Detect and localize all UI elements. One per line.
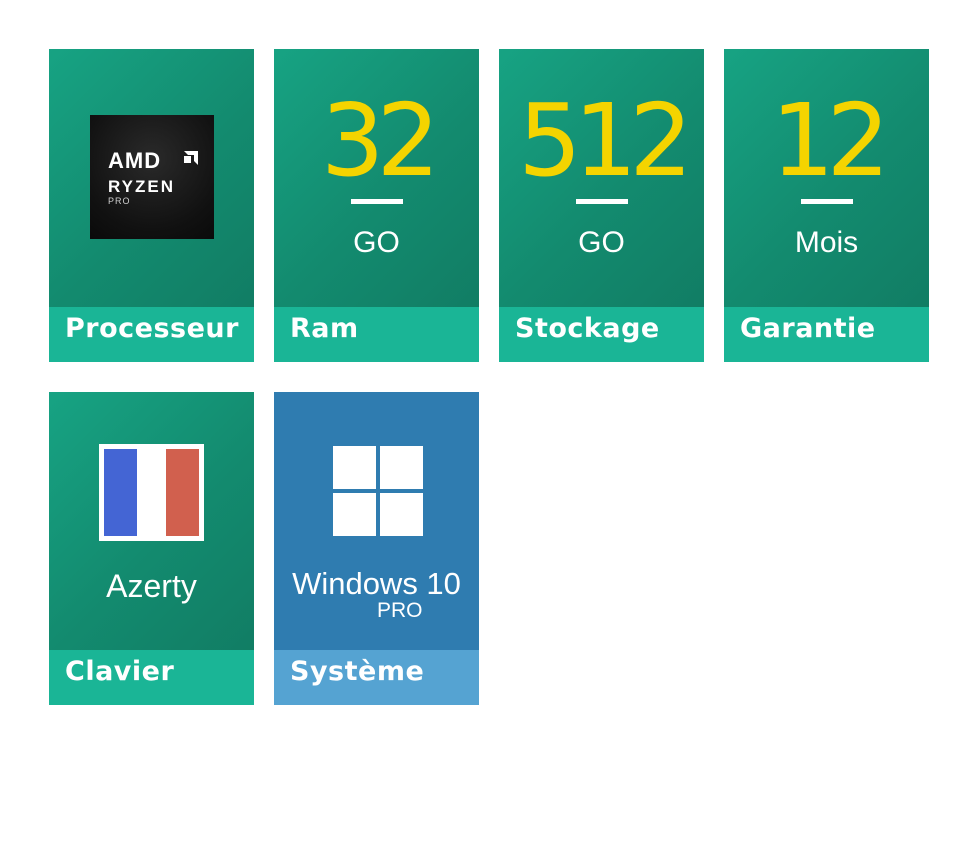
amd-ryzen-pro-logo: AMD RYZEN PRO xyxy=(90,115,214,239)
tile-label-bar xyxy=(49,650,254,705)
tile-label: Processeur xyxy=(65,313,239,344)
french-flag-icon xyxy=(99,444,204,541)
windows-logo-icon xyxy=(333,446,423,536)
logo-tier: PRO xyxy=(108,196,131,206)
logo-line: RYZEN xyxy=(108,177,175,196)
ram-unit: GO xyxy=(353,226,400,259)
warranty-unit: Mois xyxy=(794,226,859,259)
tile-body: 512 GO xyxy=(499,49,704,307)
tile-label: Système xyxy=(290,656,425,687)
warranty-value: 12 xyxy=(770,82,890,199)
tile-label-bar xyxy=(274,307,479,362)
windows-pane xyxy=(333,446,376,489)
keyboard-layout: Azerty xyxy=(106,568,197,604)
logo-brand: AMD xyxy=(108,148,162,173)
system-tile: Windows 10 PRO Système xyxy=(274,392,479,705)
storage-tile: 512 GO Stockage xyxy=(499,49,704,362)
tile-label-bar xyxy=(724,307,929,362)
tile-body: AMD RYZEN PRO xyxy=(49,49,254,307)
tile-label: Clavier xyxy=(65,656,175,687)
divider xyxy=(351,199,403,204)
tile-label-bar xyxy=(274,650,479,705)
divider xyxy=(576,199,628,204)
tile-label: Garantie xyxy=(740,313,876,344)
ram-value: 32 xyxy=(320,82,440,199)
ram-tile: 32 GO Ram xyxy=(274,49,479,362)
flag-blue-band xyxy=(104,449,137,536)
tile-label: Stockage xyxy=(515,313,660,344)
warranty-tile: 12 Mois Garantie xyxy=(724,49,929,362)
windows-pane xyxy=(380,446,423,489)
tile-label-bar xyxy=(49,307,254,362)
divider xyxy=(801,199,853,204)
tile-body: Azerty xyxy=(49,392,254,650)
os-name: Windows 10 xyxy=(292,566,461,601)
windows-pane xyxy=(380,493,423,536)
processor-tile: AMD RYZEN PRO Processeur xyxy=(49,49,254,362)
tile-label: Ram xyxy=(290,313,359,344)
keyboard-tile: Azerty Clavier xyxy=(49,392,254,705)
flag-red-band xyxy=(166,449,199,536)
tile-body: Windows 10 PRO xyxy=(274,392,479,650)
os-edition: PRO xyxy=(377,599,423,622)
storage-unit: GO xyxy=(578,226,625,259)
tile-label-bar xyxy=(499,307,704,362)
amd-arrow-icon xyxy=(184,151,198,165)
storage-value: 512 xyxy=(518,82,693,199)
tile-body: 32 GO xyxy=(274,49,479,307)
tile-body: 12 Mois xyxy=(724,49,929,307)
windows-pane xyxy=(333,493,376,536)
